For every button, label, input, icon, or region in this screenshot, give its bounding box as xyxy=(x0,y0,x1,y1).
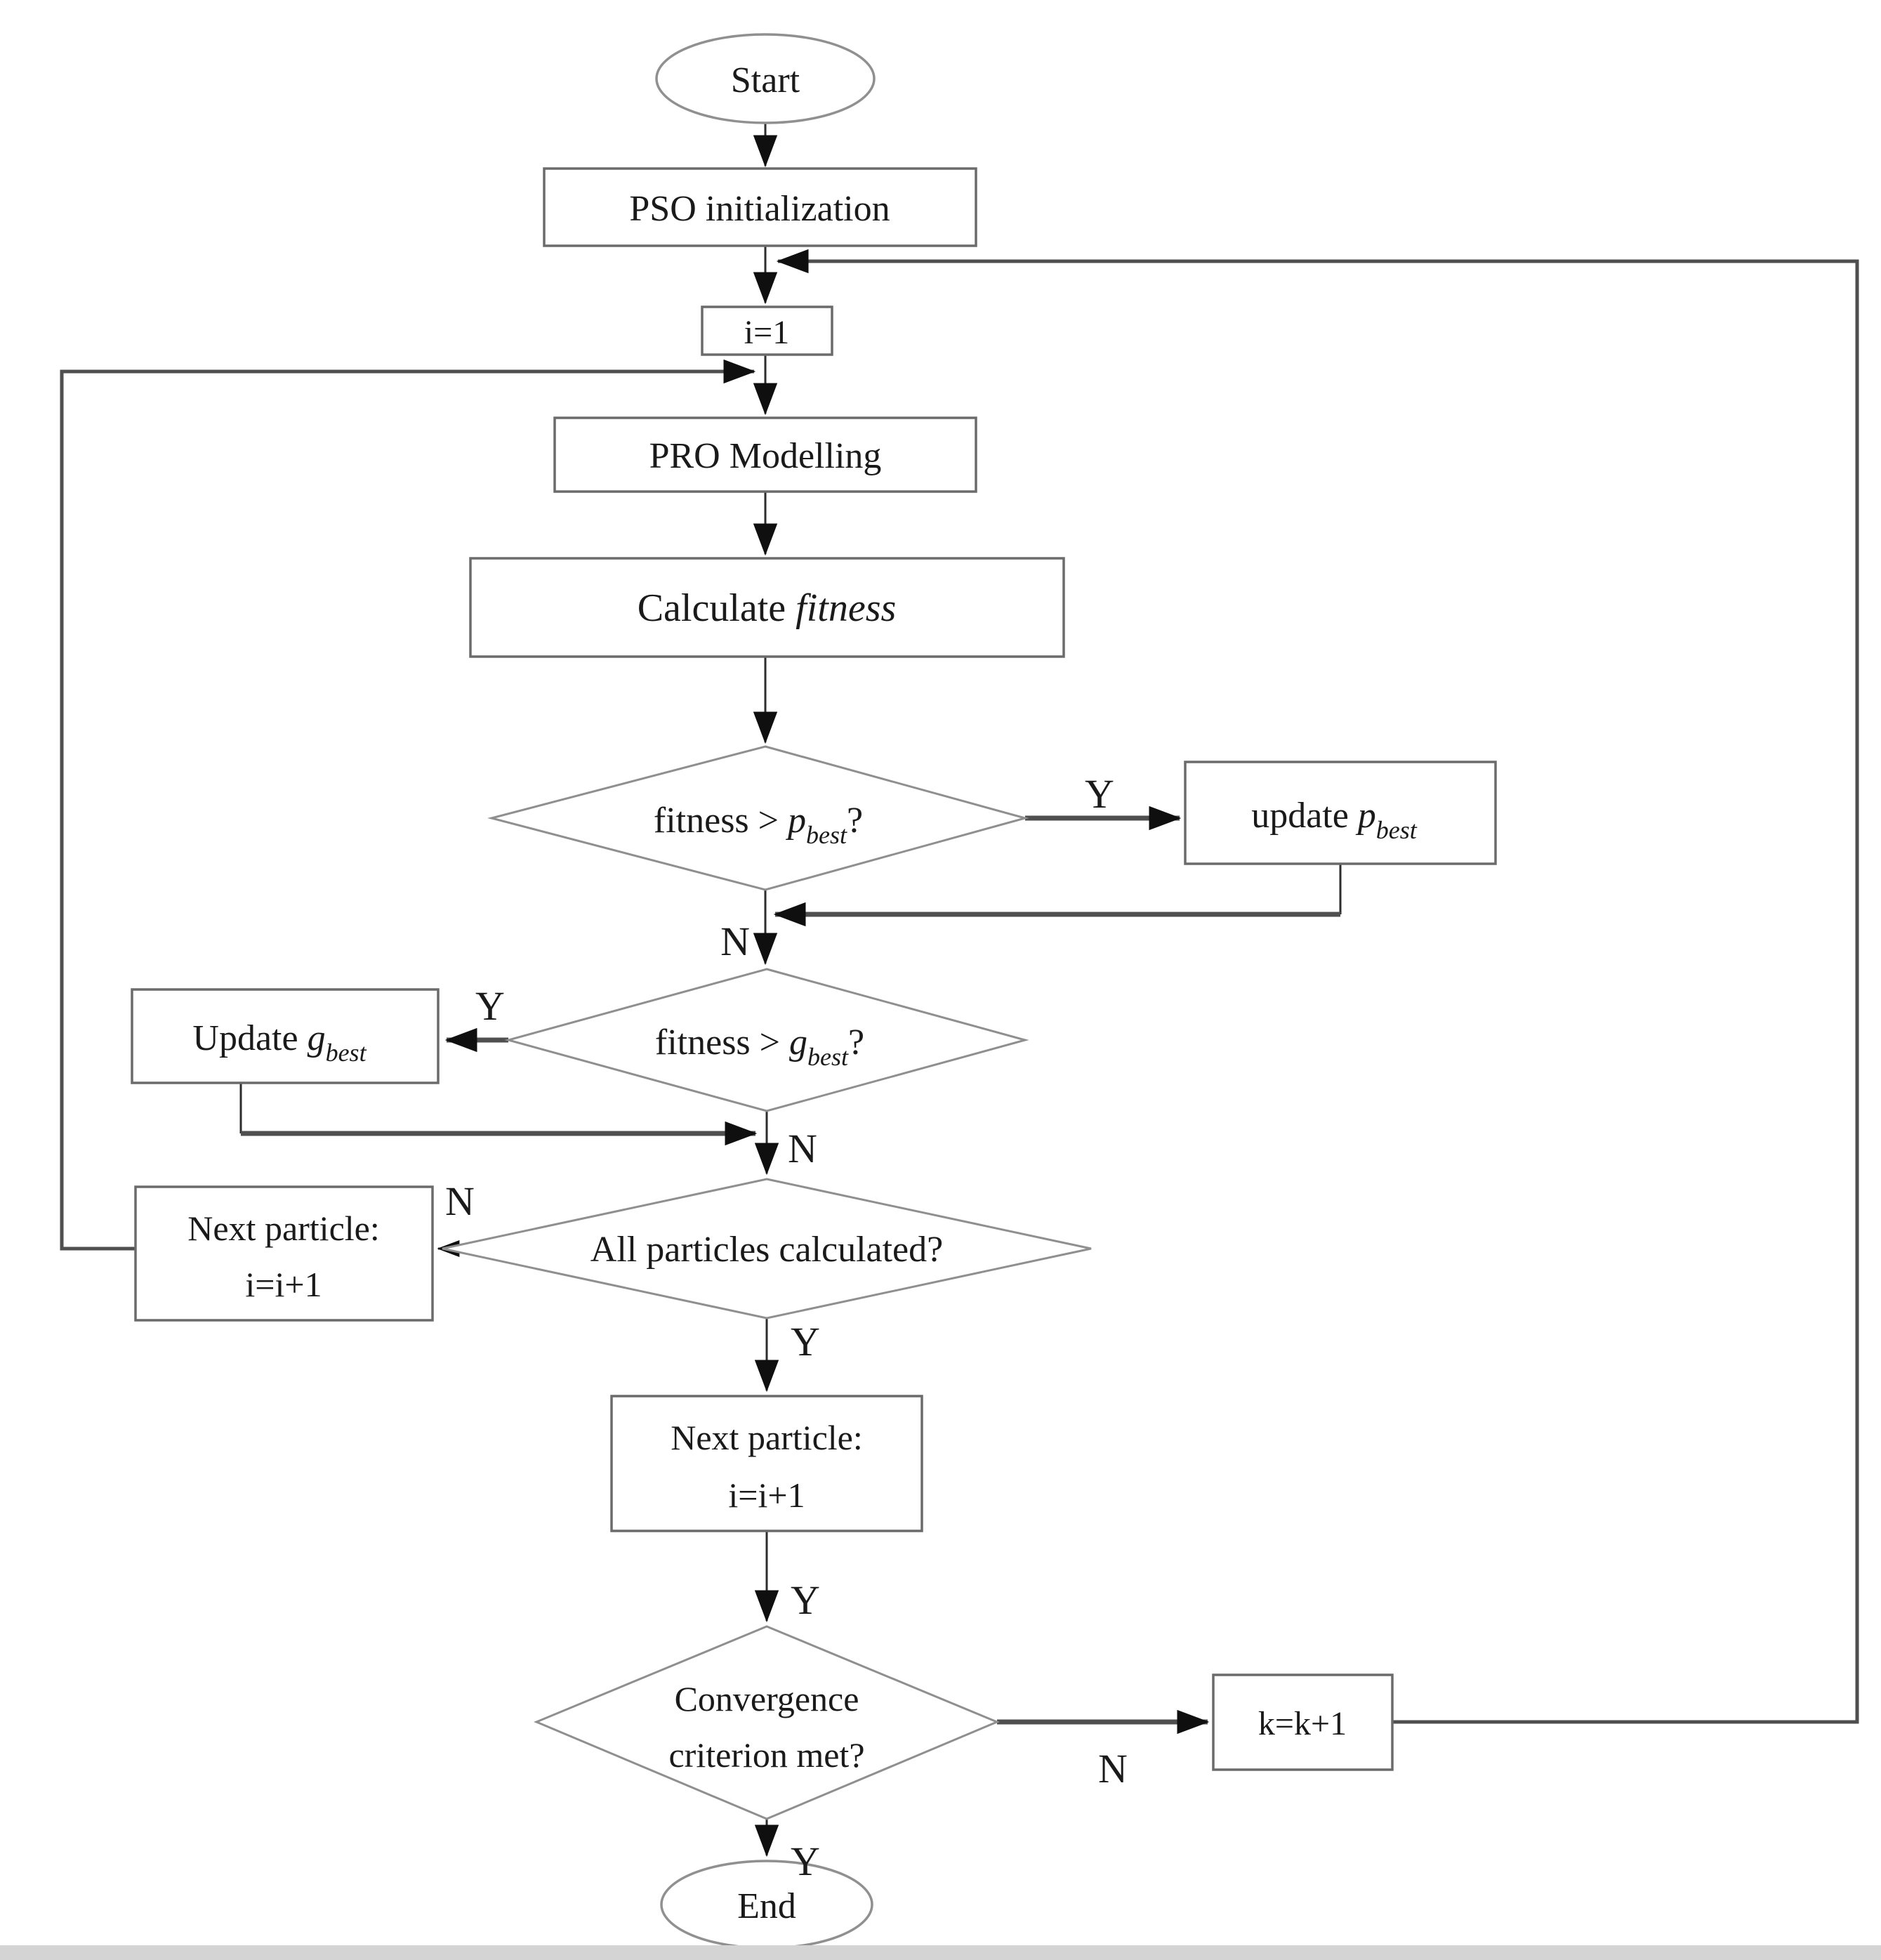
next-particle-line2: i=i+1 xyxy=(728,1475,805,1515)
update-gbest-label: Update gbest xyxy=(192,1018,367,1067)
next-particle-line1: Next particle: xyxy=(671,1418,863,1457)
edge-k-loop-back xyxy=(776,249,1859,1724)
node-decision-gbest xyxy=(504,968,1029,1112)
node-k-increment xyxy=(1212,1673,1394,1771)
node-next-particle-loop xyxy=(134,1185,434,1322)
i-init-label: i=1 xyxy=(744,314,789,351)
decision-convergence-line2: criterion met? xyxy=(668,1735,864,1775)
next-particle-loop-line2: i=i+1 xyxy=(245,1265,322,1304)
label-next-yes: Y xyxy=(791,1577,820,1623)
node-calculate-fitness xyxy=(469,557,1065,658)
node-decision-pbest xyxy=(487,745,1029,891)
node-decision-all-particles xyxy=(442,1178,1092,1320)
decision-convergence-line1: Convergence xyxy=(675,1679,859,1718)
label-conv-no: N xyxy=(1098,1746,1128,1791)
update-pbest-label: update pbest xyxy=(1251,796,1418,844)
node-decision-convergence xyxy=(534,1625,1000,1820)
calculate-fitness-label: Calculate fitness xyxy=(638,586,897,630)
label-all-yes: Y xyxy=(791,1319,820,1364)
pso-initialization-label: PSO initialization xyxy=(629,189,890,229)
next-particle-loop-line1: Next particle: xyxy=(187,1209,380,1248)
node-pso-initialization xyxy=(543,167,977,247)
label-pbest-yes: Y xyxy=(1085,771,1114,817)
k-increment-label: k=k+1 xyxy=(1258,1705,1347,1742)
node-update-pbest xyxy=(1184,761,1497,865)
decision-pbest-label: fitness > pbest? xyxy=(654,801,863,849)
node-update-gbest xyxy=(131,988,440,1084)
edge-particle-loop-back xyxy=(60,359,756,1251)
label-conv-yes: Y xyxy=(791,1839,820,1884)
label-pbest-no: N xyxy=(720,919,750,964)
bottom-bar xyxy=(0,1945,1881,1960)
node-pro-modelling xyxy=(553,416,977,493)
label-gbest-no: N xyxy=(788,1126,817,1171)
node-i-init xyxy=(701,305,833,356)
node-next-particle xyxy=(610,1395,923,1532)
end-label: End xyxy=(737,1886,796,1926)
node-start xyxy=(655,33,876,124)
label-gbest-yes: Y xyxy=(475,983,505,1029)
decision-gbest-label: fitness > gbest? xyxy=(655,1022,864,1071)
label-all-no: N xyxy=(445,1178,475,1224)
decision-all-particles-label: All particles calculated? xyxy=(590,1230,943,1270)
pro-modelling-label: PRO Modelling xyxy=(649,436,882,476)
start-label: Start xyxy=(731,60,800,100)
